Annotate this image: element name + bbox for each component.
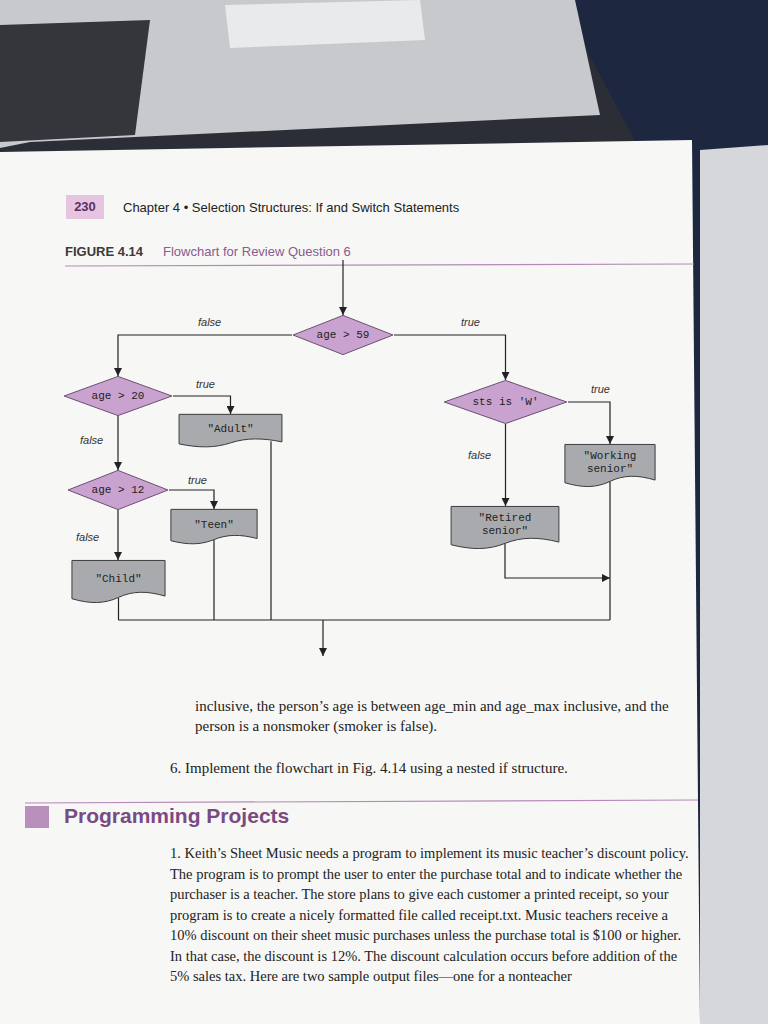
node-text: sts is 'W' — [472, 396, 538, 409]
decision-diamond: age > 59 — [292, 315, 394, 355]
merge-line — [270, 441, 271, 620]
diamond-shape — [68, 470, 168, 509]
branch-label: false — [196, 316, 223, 329]
review-question: 6. Implement the flowchart in Fig. 4.14 … — [170, 758, 690, 778]
branch-label: false — [74, 531, 101, 544]
running-header: Chapter 4 • Selection Structures: If and… — [123, 200, 459, 215]
node-text: age > 20 — [92, 390, 145, 403]
figure-caption: Flowchart for Review Question 6 — [163, 244, 351, 259]
project-text: 1. Keith’s Sheet Music needs a program t… — [170, 843, 695, 987]
merge-line — [505, 544, 610, 578]
output-box: "Adult" — [178, 414, 283, 448]
merge-line — [609, 482, 610, 620]
branch-label: false — [466, 449, 493, 462]
output-box: "Teen" — [170, 509, 258, 545]
document-shape — [565, 444, 655, 486]
node-text: "Teen" — [194, 519, 234, 532]
section-bar — [25, 806, 49, 828]
entry-arrow — [342, 260, 343, 315]
facing-page — [700, 145, 768, 1024]
exit-arrow — [322, 620, 323, 656]
flow-connector — [169, 490, 214, 509]
flow-connector — [568, 402, 610, 444]
diamond-shape — [64, 376, 172, 415]
decision-diamond: age > 20 — [63, 376, 173, 416]
branch-label: true — [459, 316, 482, 329]
document-shape — [451, 506, 559, 548]
output-box: "Retired senior" — [450, 506, 560, 550]
section-heading: Programming Projects — [60, 804, 293, 828]
branch-label: true — [589, 383, 612, 396]
node-text: age > 12 — [92, 484, 145, 497]
node-text: age > 59 — [317, 329, 370, 342]
flow-connector — [117, 510, 118, 560]
document-shape — [171, 509, 257, 543]
node-text: "Working senior" — [575, 450, 645, 476]
flow-connector — [117, 416, 118, 470]
merge-line — [118, 598, 119, 620]
document-shape — [179, 414, 282, 447]
flow-connector — [173, 396, 231, 414]
branch-label: true — [194, 378, 217, 391]
output-box: "Working senior" — [564, 444, 656, 488]
flow-connector — [394, 335, 506, 380]
laptop-sticker — [225, 0, 425, 48]
output-box: "Child" — [71, 560, 166, 604]
flow-connector — [118, 335, 292, 376]
node-text: "Adult" — [207, 423, 253, 436]
caption-rule — [65, 264, 694, 266]
node-text: "Child" — [95, 573, 141, 586]
decision-diamond: sts is 'W' — [443, 380, 568, 424]
flow-connector — [505, 424, 506, 506]
diamond-shape — [293, 315, 393, 354]
merge-line — [119, 619, 611, 620]
page-number-tab — [66, 195, 104, 219]
figure-number: FIGURE 4.14 — [65, 244, 143, 259]
decision-diamond: age > 12 — [67, 470, 169, 510]
page-number: 230 — [70, 199, 100, 214]
book-page — [0, 140, 700, 1024]
branch-label: true — [186, 474, 209, 487]
laptop-body — [0, 0, 600, 148]
diamond-shape — [444, 380, 567, 423]
laptop-keyboard — [0, 20, 150, 142]
merge-line — [213, 540, 214, 620]
branch-label: false — [78, 434, 105, 447]
document-shape — [72, 560, 165, 602]
node-text: "Retired senior" — [465, 512, 545, 538]
section-rule — [25, 800, 698, 803]
body-text: inclusive, the person’s age is between a… — [195, 696, 690, 736]
